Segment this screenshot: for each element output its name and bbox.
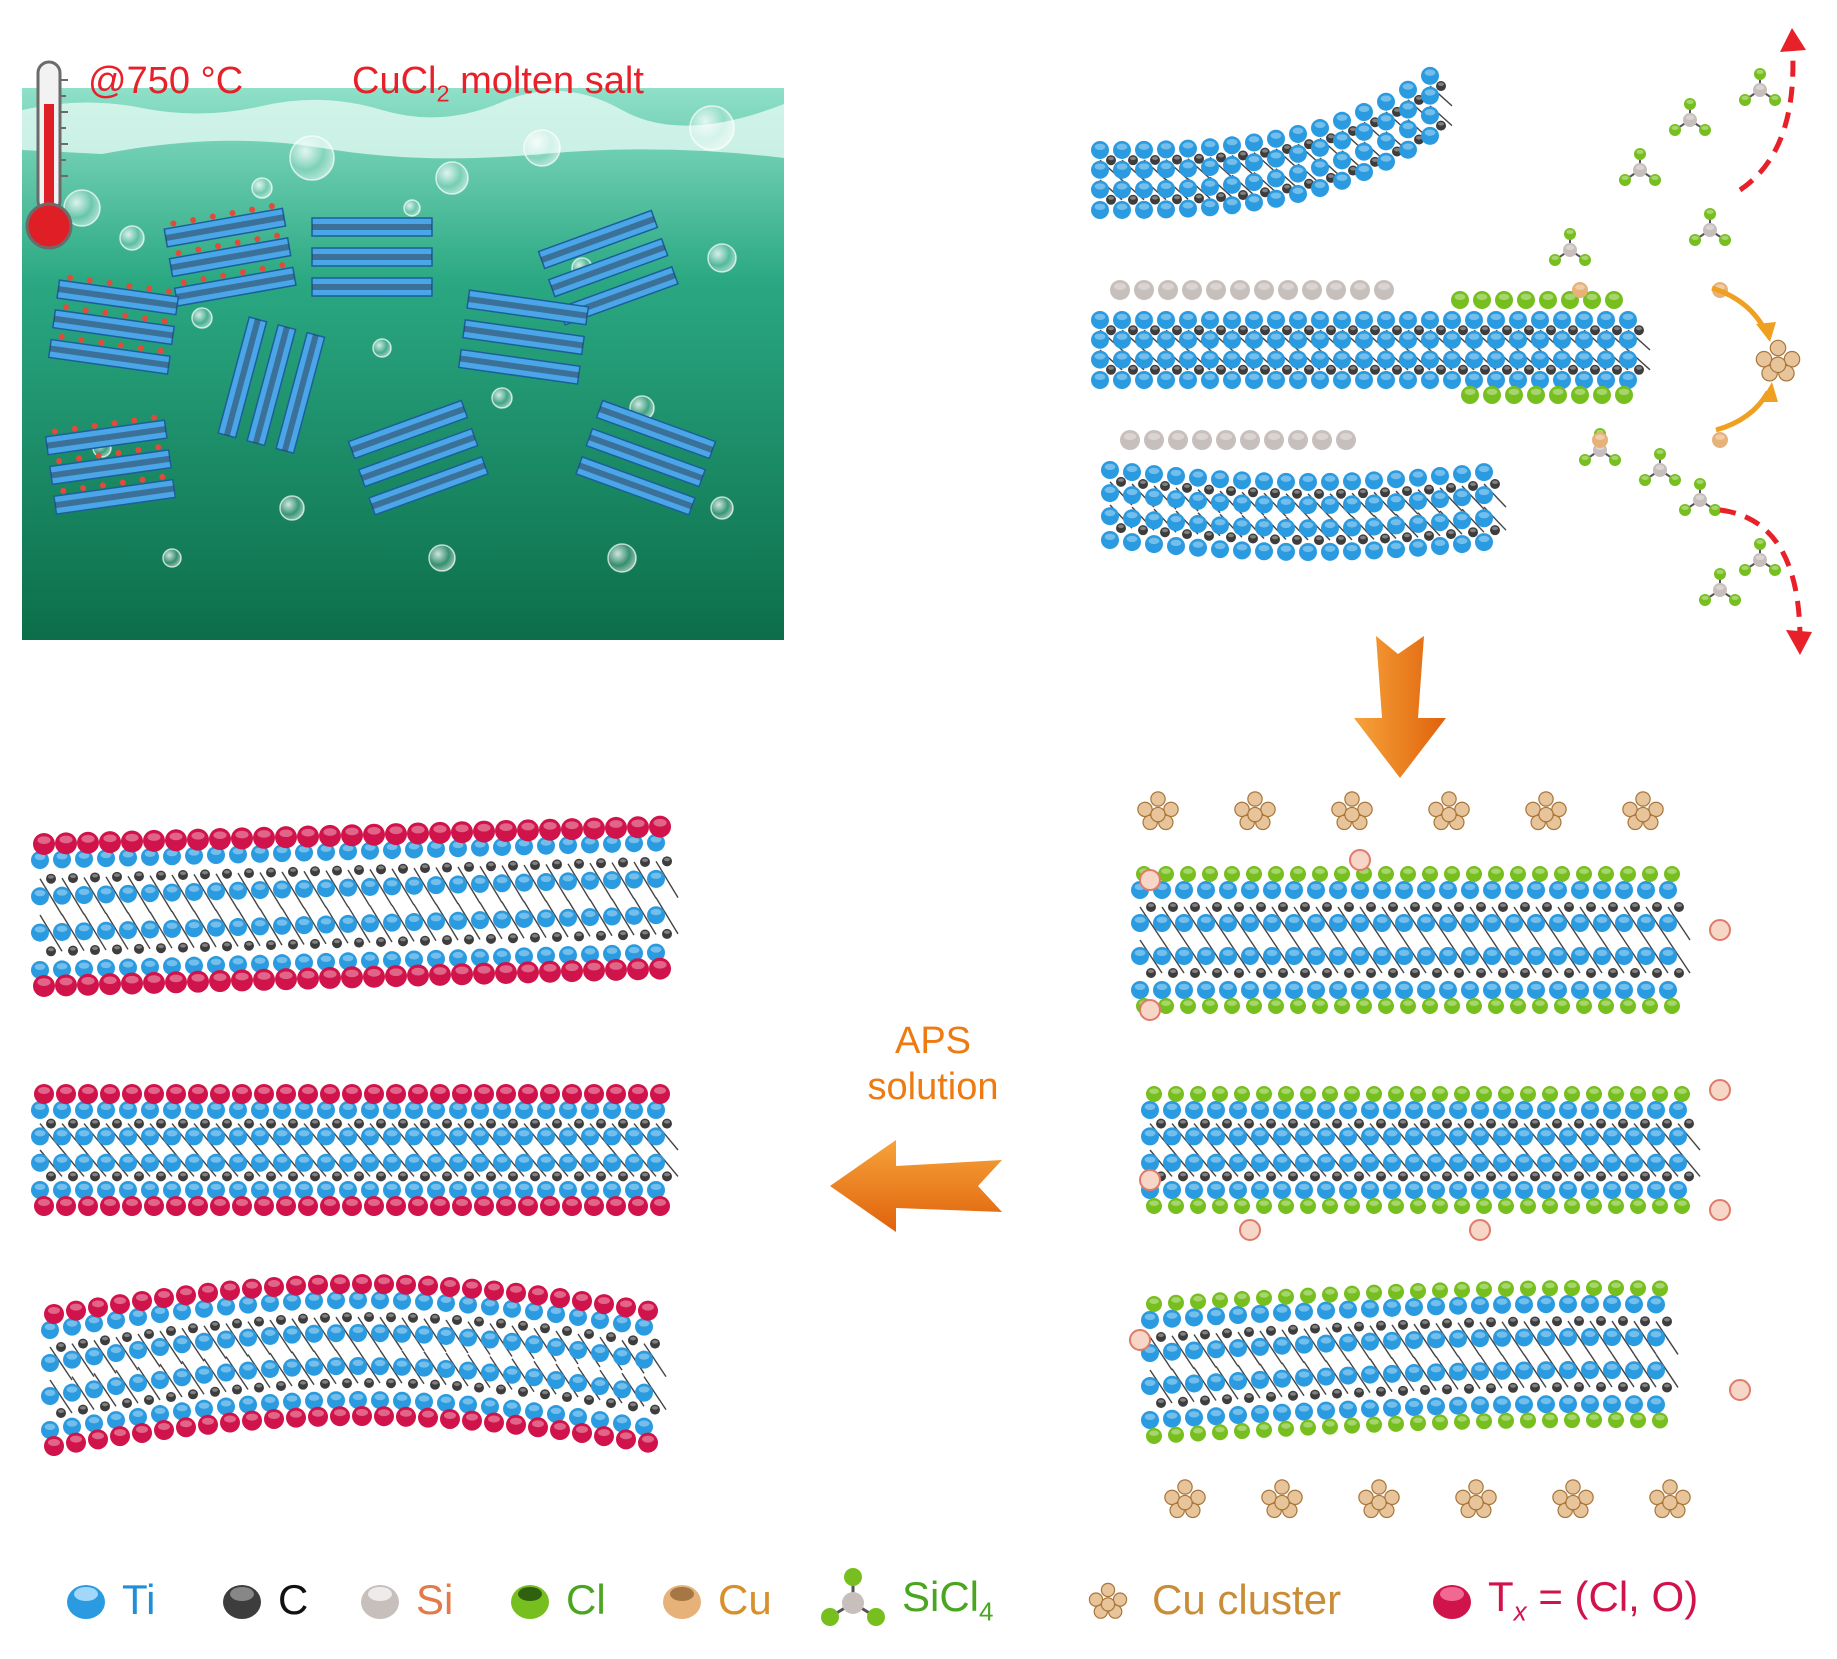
legend-item-c: C <box>220 1560 308 1640</box>
bath-illustration <box>22 88 784 640</box>
curved-arrow-icon <box>1715 390 1771 433</box>
bath-surface-foam <box>22 90 784 159</box>
dashed-arrow-icon <box>1786 630 1812 655</box>
dashed-arrow-icon <box>1719 507 1803 641</box>
c-atom-icon <box>223 1585 261 1619</box>
mxene-stacks <box>44 203 717 516</box>
legend-label: SiCl4 <box>902 1572 994 1627</box>
aps-label: APS solution <box>867 1020 999 1108</box>
molten-salt-bath <box>22 88 784 640</box>
curved-arrow-icon <box>1711 285 1769 334</box>
temperature-label: @750 °C <box>88 60 244 102</box>
bubbles <box>63 105 737 573</box>
si-atom-icon <box>361 1585 399 1619</box>
curved-arrow-icon <box>1760 382 1778 402</box>
legend-item-cu: Cu <box>660 1560 772 1640</box>
legend-label: Si <box>416 1576 454 1623</box>
molten-salt-label: CuCl2 molten salt <box>352 60 644 107</box>
legend-item-tx: Tx = (Cl, O) <box>1430 1560 1698 1640</box>
legend: Ti C Si Cl Cu SiCl4 Cu cluster Tx = (Cl,… <box>40 1560 1800 1640</box>
curved-arrow-icon <box>1756 322 1776 342</box>
cl-atom-icon <box>511 1585 549 1619</box>
legend-item-sicl4: SiCl4 <box>818 1560 994 1640</box>
legend-item-cl: Cl <box>508 1560 606 1640</box>
legend-label: Cu cluster <box>1152 1576 1342 1623</box>
tx-atom-icon <box>1433 1585 1471 1619</box>
sicl4-molecule-icon <box>821 1568 885 1626</box>
dashed-arrow-icon <box>1780 28 1806 52</box>
ti-atom-icon <box>67 1585 105 1619</box>
legend-label: Cu <box>718 1576 772 1623</box>
dashed-arrow-icon <box>1738 39 1796 193</box>
legend-item-si: Si <box>358 1560 453 1640</box>
legend-label: C <box>278 1576 309 1623</box>
cu-clusters <box>1129 791 1751 1519</box>
legend-label: Ti <box>122 1576 156 1623</box>
legend-label: Cl <box>566 1576 606 1623</box>
cu-cluster-icon <box>1088 1582 1128 1619</box>
arrow-left-icon <box>830 1140 1002 1232</box>
sicl4-molecules <box>1451 68 1781 606</box>
legend-item-ti: Ti <box>64 1560 155 1640</box>
arrow-down-icon <box>1354 636 1446 778</box>
etching-layers <box>1091 66 1651 561</box>
cu-atom-icon <box>663 1585 701 1619</box>
legend-label: Tx = (Cl, O) <box>1488 1572 1699 1627</box>
legend-item-cu-cluster: Cu cluster <box>1078 1560 1341 1640</box>
cu-cluster-icon <box>1755 339 1801 382</box>
